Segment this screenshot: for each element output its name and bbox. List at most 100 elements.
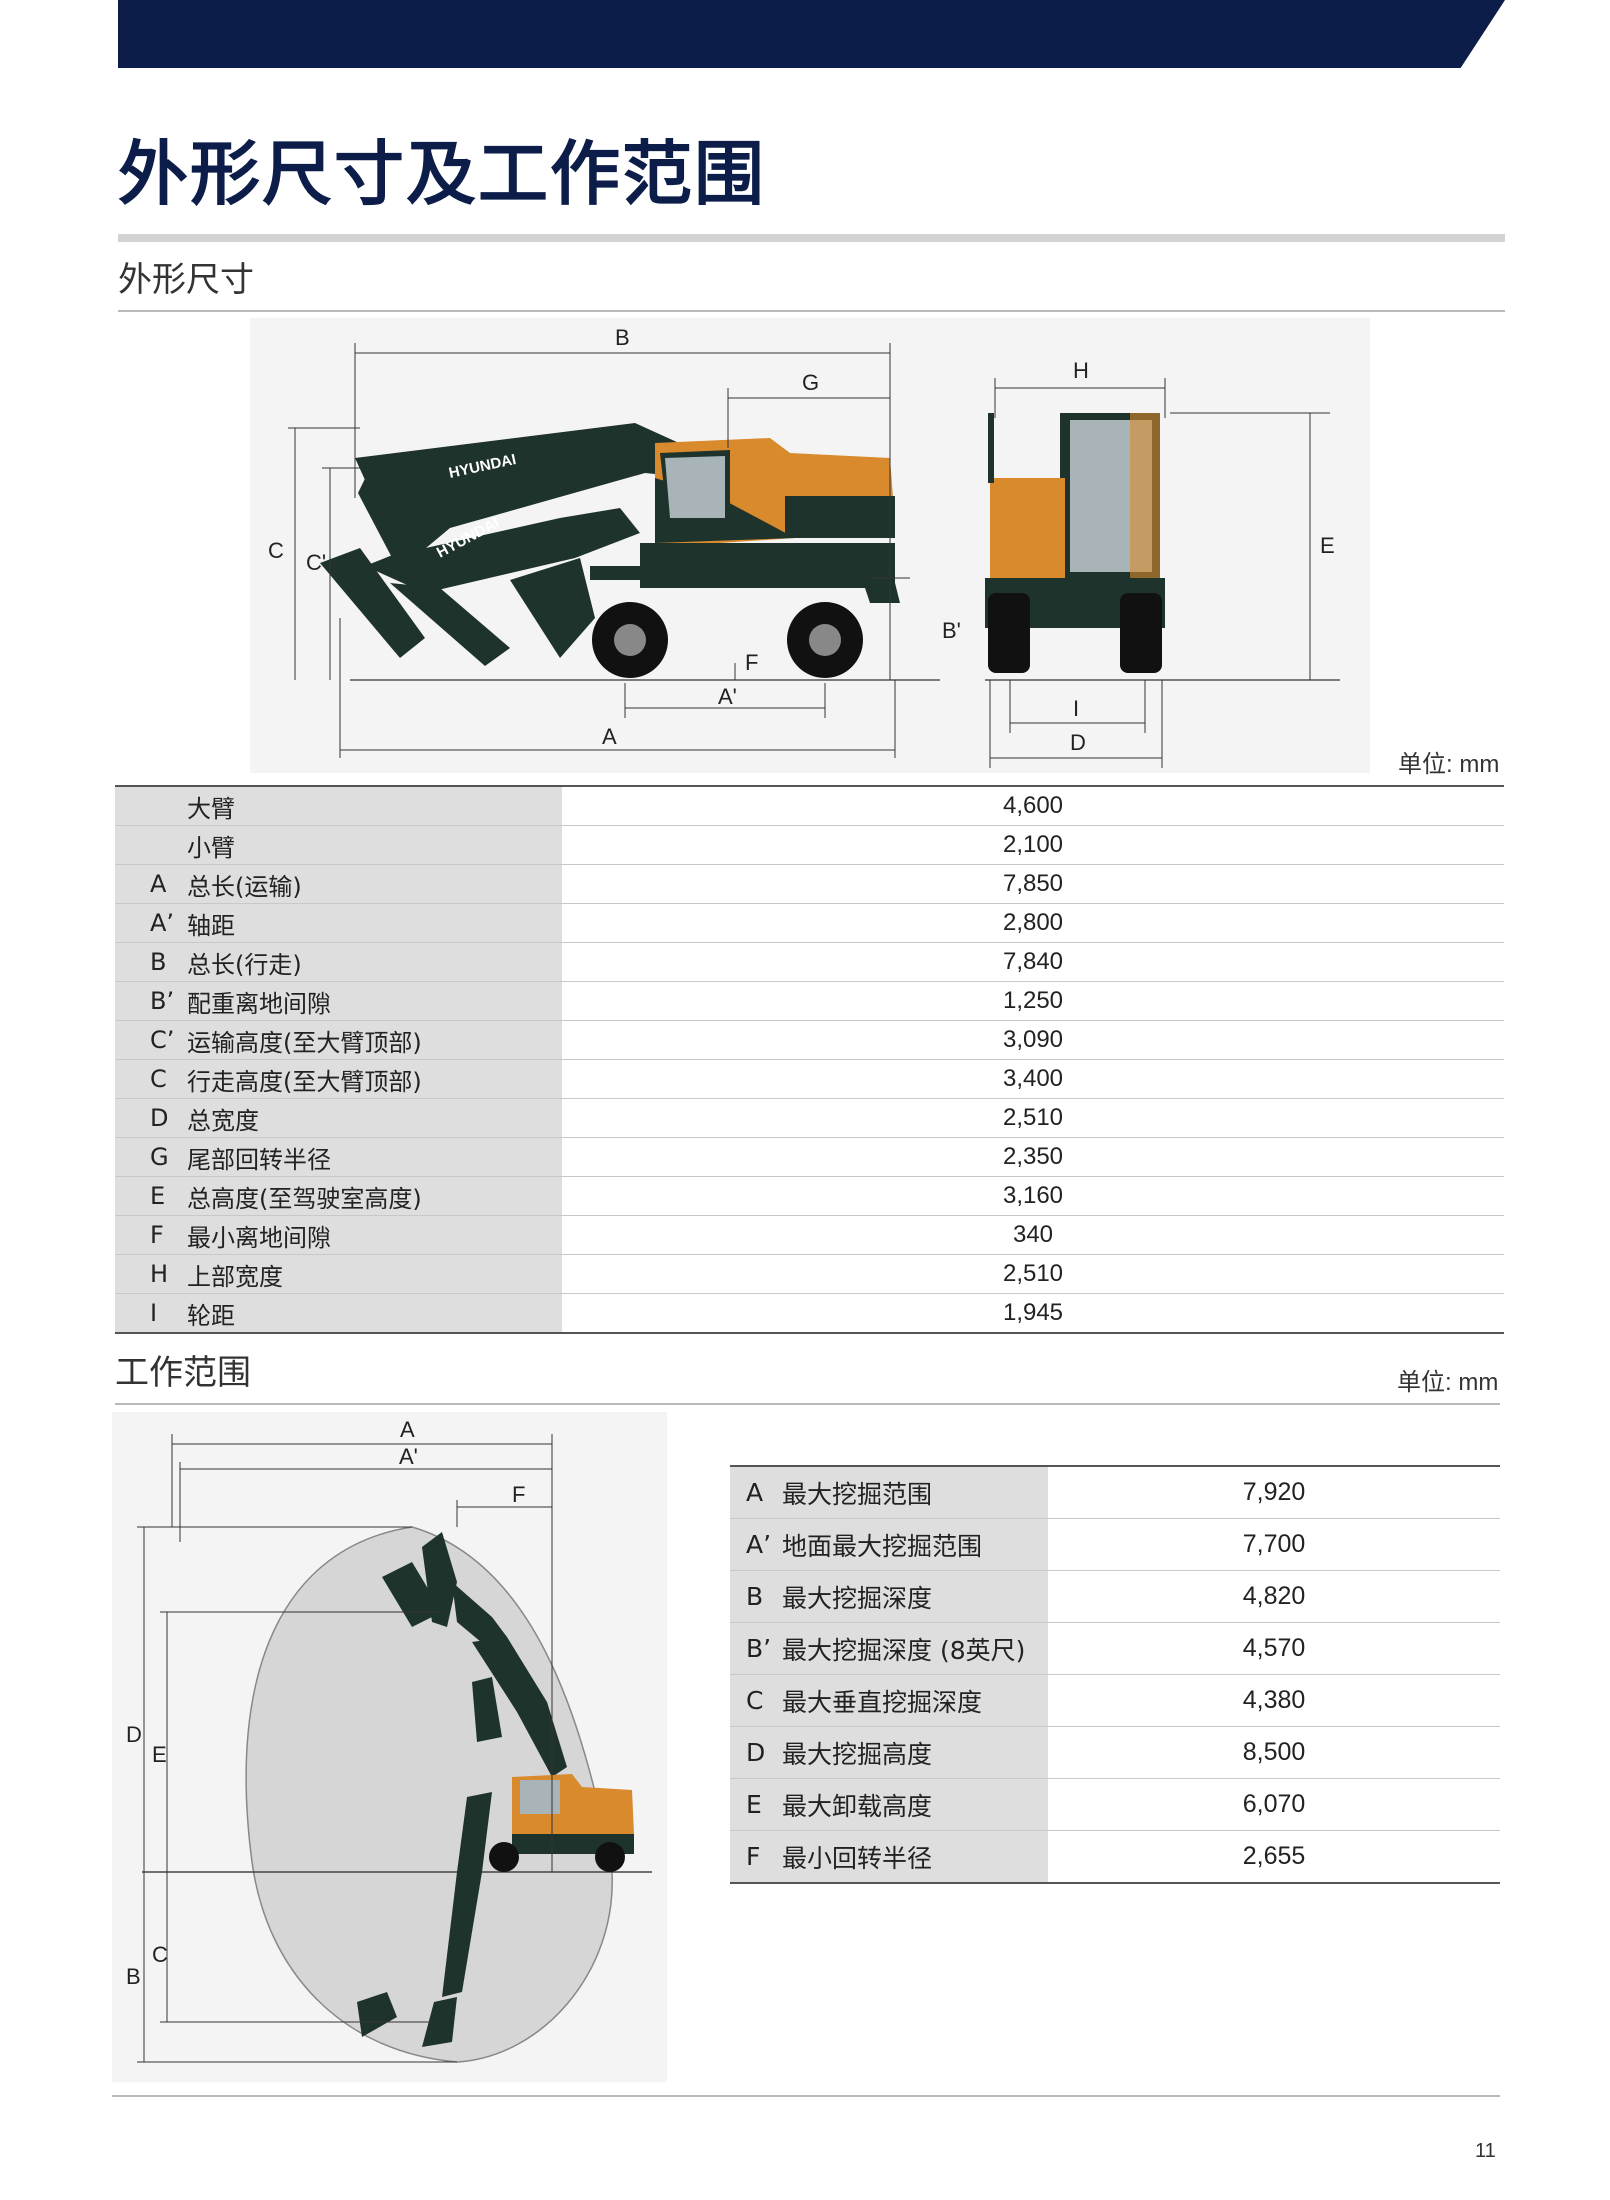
label-E: E: [1320, 533, 1335, 558]
row-code: F: [746, 1842, 761, 1871]
label-A-prime: A': [399, 1444, 418, 1469]
label-F: F: [745, 650, 758, 675]
row-label: 轴距: [187, 911, 235, 940]
label-D: D: [126, 1722, 142, 1747]
table-row: A’ 地面最大挖掘范围 7,700: [730, 1519, 1500, 1571]
label-A: A: [602, 724, 617, 749]
table-row: C 最大垂直挖掘深度 4,380: [730, 1675, 1500, 1727]
row-value: 7,920: [1242, 1478, 1306, 1506]
row-code: E: [746, 1790, 762, 1819]
section-divider: [118, 310, 1505, 312]
row-code: A: [746, 1478, 764, 1507]
row-value: 3,090: [1002, 1026, 1064, 1053]
row-code: H: [150, 1260, 169, 1288]
row-code: B’: [150, 987, 175, 1015]
row-label: 最大挖掘深度: [782, 1583, 933, 1613]
excavator-body: [489, 1774, 634, 1872]
side-view-excavator: HYUNDAI HYUNDAI: [320, 423, 900, 678]
row-label: 地面最大挖掘范围: [782, 1531, 983, 1561]
dimensions-diagram: HYUNDAI HYUNDAI B G C C' B' F A' A: [250, 318, 1370, 773]
row-label: 总高度(至驾驶室高度): [187, 1184, 422, 1213]
front-view-excavator: [985, 413, 1165, 673]
unit-label: 单位: mm: [1397, 1369, 1499, 1396]
row-value: 2,510: [1002, 1104, 1064, 1131]
label-H: H: [1073, 358, 1089, 383]
dimensions-heading: 外形尺寸: [118, 260, 254, 300]
table-row: B 总长(行走) 7,840: [115, 943, 1504, 982]
label-B-prime: B': [942, 618, 961, 643]
row-label: 最大挖掘深度 (8英尺): [782, 1635, 1026, 1665]
working-range-heading: 工作范围: [115, 1353, 251, 1393]
row-value: 8,500: [1242, 1738, 1306, 1766]
row-label: 最大挖掘高度: [782, 1739, 933, 1769]
row-value: 2,350: [1002, 1143, 1064, 1170]
table-row: F 最小回转半径 2,655: [730, 1831, 1500, 1882]
row-code: C: [150, 1065, 167, 1093]
label-G: G: [802, 370, 819, 395]
row-label: 总长(运输): [187, 872, 302, 901]
row-value: 7,850: [1002, 870, 1064, 897]
row-value: 1,945: [1002, 1299, 1064, 1326]
table-row: B’ 配重离地间隙 1,250: [115, 982, 1504, 1021]
row-value: 2,100: [1002, 831, 1064, 858]
row-code: A’: [150, 909, 175, 937]
label-A: A: [400, 1417, 415, 1442]
label-B: B: [126, 1964, 141, 1989]
row-code: B: [150, 948, 167, 976]
table-row: C’运输高度(至大臂顶部)3,090: [115, 1021, 1504, 1060]
row-value: 340: [1012, 1221, 1054, 1248]
row-value: 2,655: [1242, 1842, 1306, 1870]
row-code: A: [150, 870, 167, 898]
row-label: 最大垂直挖掘深度: [782, 1687, 983, 1717]
page-number: 11: [1475, 2140, 1496, 2162]
label-C: C: [268, 538, 284, 563]
row-code: A’: [746, 1530, 772, 1559]
row-code: B’: [746, 1634, 772, 1663]
row-label: 小臂: [187, 833, 235, 862]
row-code: D: [746, 1738, 766, 1767]
row-code: I: [150, 1299, 158, 1327]
table-row: B’最大挖掘深度 (8英尺)4,570: [730, 1623, 1500, 1675]
row-code: B: [746, 1582, 764, 1611]
row-label: 尾部回转半径: [187, 1145, 331, 1174]
table-row: H 上部宽度 2,510: [115, 1255, 1504, 1294]
row-value: 7,840: [1002, 948, 1064, 975]
title-divider: [118, 234, 1505, 242]
row-label: 行走高度(至大臂顶部): [187, 1067, 422, 1096]
row-label: 配重离地间隙: [187, 989, 331, 1018]
label-A-prime: A': [718, 684, 737, 709]
label-D: D: [1070, 730, 1086, 755]
row-label: 最小回转半径: [782, 1843, 933, 1873]
row-code: C: [746, 1686, 764, 1715]
table-row: 小臂 2,100: [115, 826, 1504, 865]
row-label: 大臂: [187, 794, 235, 823]
row-code: D: [150, 1104, 169, 1132]
row-label: 上部宽度: [187, 1262, 283, 1291]
table-row: A 总长(运输) 7,850: [115, 865, 1504, 904]
row-value: 7,700: [1242, 1530, 1306, 1558]
label-I: I: [1073, 696, 1079, 721]
row-label: 总长(行走): [187, 950, 302, 979]
row-label: 运输高度(至大臂顶部): [187, 1028, 422, 1057]
row-value: 1,250: [1002, 987, 1064, 1014]
section-divider: [115, 1403, 1500, 1405]
label-C-prime: C': [306, 550, 326, 575]
header-bar: [118, 0, 1505, 68]
row-value: 2,510: [1002, 1260, 1064, 1287]
table-row: D 最大挖掘高度 8,500: [730, 1727, 1500, 1779]
row-code: G: [150, 1143, 169, 1171]
label-B: B: [615, 325, 630, 350]
bottom-divider: [112, 2095, 1500, 2097]
row-value: 4,380: [1242, 1686, 1306, 1714]
working-range-diagram: A A' F D E C B: [112, 1412, 667, 2082]
row-value: 3,160: [1002, 1182, 1064, 1209]
unit-label: 单位: mm: [1398, 751, 1500, 778]
